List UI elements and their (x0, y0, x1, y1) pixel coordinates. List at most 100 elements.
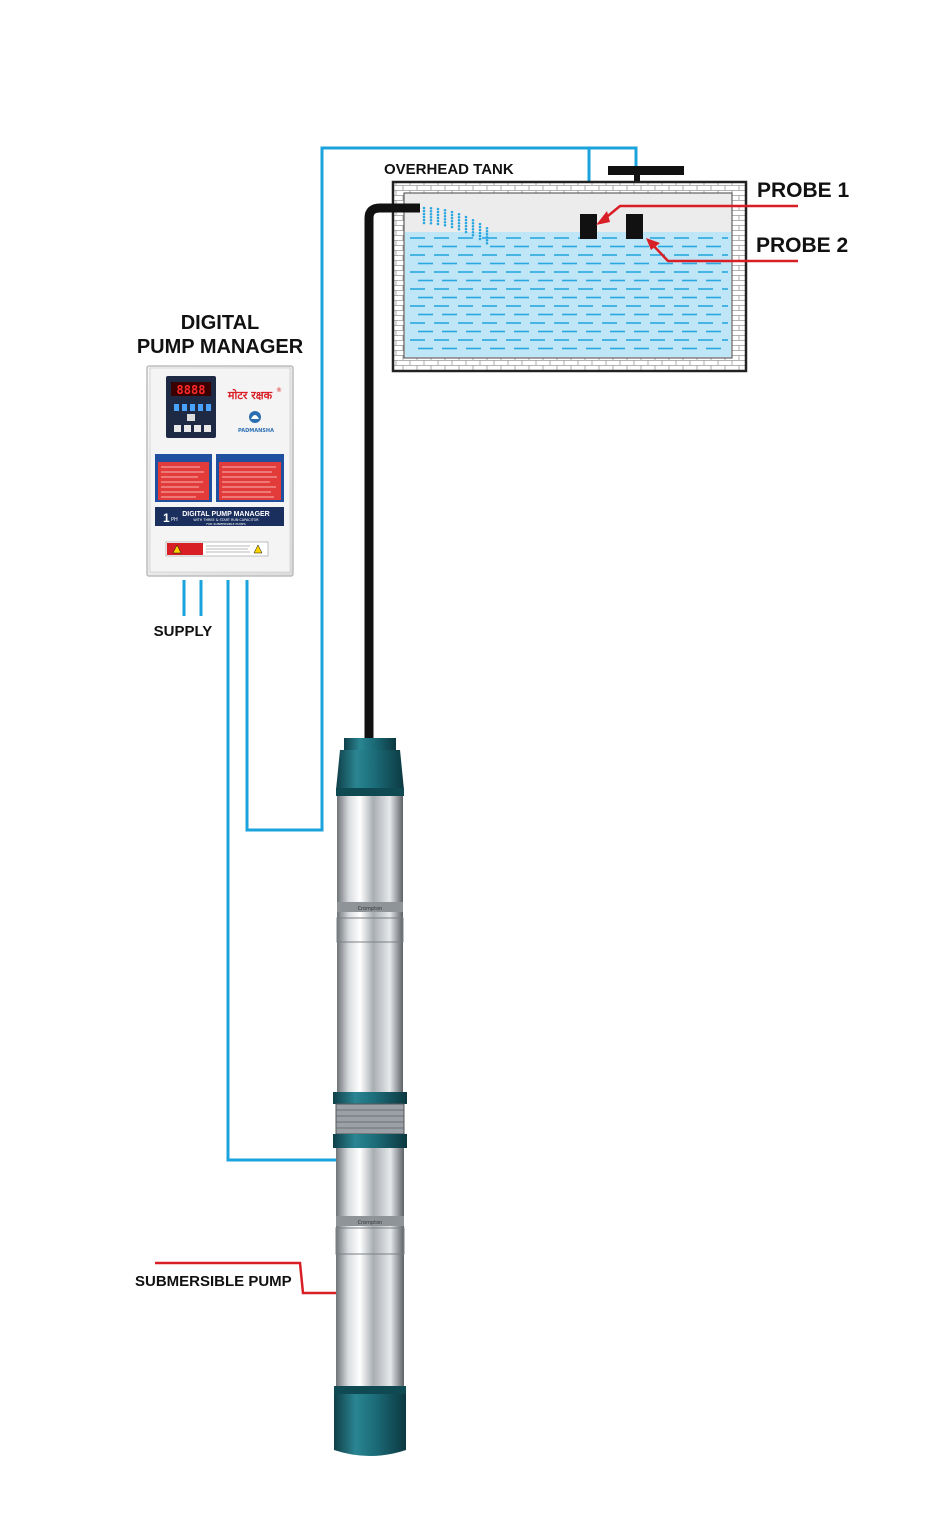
spray-drop (471, 233, 475, 237)
spray-drop (478, 234, 482, 238)
spray-drop (478, 225, 482, 229)
spray-drop (464, 221, 468, 225)
pump-upper-body (337, 796, 403, 1096)
spray-drop (436, 210, 440, 214)
spray-drop (464, 227, 468, 231)
led-display-value: 8888 (177, 383, 206, 397)
device-buttons (174, 425, 211, 432)
spray-drop (429, 212, 433, 216)
banner-subtitle: WITH THREE & START RUN CAPACITOR (193, 518, 259, 522)
spray-drop (450, 210, 454, 214)
spray-drop (450, 216, 454, 220)
spray-drop (471, 227, 475, 231)
spray-drop (443, 223, 447, 227)
pump-cable (226, 580, 338, 1162)
spray-drop (429, 221, 433, 225)
submersible-pump-label: SUBMERSIBLE PUMP (135, 1273, 292, 1290)
spray-drop (471, 230, 475, 234)
spray-drop (471, 224, 475, 228)
brand-registered: ® (276, 387, 282, 394)
spray-drop (471, 221, 475, 225)
pump-pointer (155, 1261, 338, 1295)
banner-title: DIGITAL PUMP MANAGER (182, 511, 270, 518)
spray-drop (450, 225, 454, 229)
pump-motor-body (336, 1148, 404, 1388)
phase-unit: PH (171, 517, 178, 523)
spray-drop (429, 215, 433, 219)
pump-strainer (335, 1103, 405, 1135)
water-ripples (410, 237, 728, 350)
probe-2-sensor (626, 214, 643, 239)
spray-drop (457, 221, 461, 225)
spray-drop (485, 226, 489, 230)
spray-drop (464, 218, 468, 222)
spray-drop (443, 220, 447, 224)
manager-title-line1: DIGITAL (181, 312, 260, 334)
spray-drop (471, 218, 475, 222)
spray-drop (485, 235, 489, 239)
probe-wire-outer (245, 146, 638, 832)
supply-wires (182, 580, 203, 616)
spray-drop (478, 222, 482, 226)
probe-1-pointer (602, 204, 798, 221)
spray-drop (422, 215, 426, 219)
spray-drop (443, 217, 447, 221)
delivery-pipe (364, 203, 420, 740)
spray-drop (422, 218, 426, 222)
spray-drop (422, 206, 426, 210)
spray-drop (443, 214, 447, 218)
spray-drop (436, 222, 440, 226)
spray-drop (443, 208, 447, 212)
spray-drop (464, 224, 468, 228)
submersible-pump: Crompton Crompton (333, 738, 407, 1456)
spray-drop (485, 241, 489, 245)
digital-pump-manager: 8888 मोटर रक्षक ® PADMANSHA (146, 365, 294, 577)
supply-label: SUPPLY (154, 623, 213, 640)
spray-drop (478, 228, 482, 232)
spray-drop (429, 218, 433, 222)
banner-subtitle-2: FOR SUBMERSIBLE PUMPS (206, 522, 246, 526)
spray-drop (464, 230, 468, 234)
spray-drop (478, 231, 482, 235)
spray-drop (485, 232, 489, 236)
spray-drop (457, 227, 461, 231)
warning-icon (172, 544, 182, 554)
spray-drop (436, 213, 440, 217)
tank-water (405, 232, 731, 357)
spray-drop (450, 219, 454, 223)
spray-drop (436, 219, 440, 223)
spray-drop (422, 209, 426, 213)
brand-hindi: मोटर रक्षक (227, 388, 273, 402)
indicator-leds (174, 404, 211, 411)
spray-drop (436, 207, 440, 211)
spray-drop (422, 212, 426, 216)
spray-drop (436, 216, 440, 220)
manager-title-line2: PUMP MANAGER (137, 336, 304, 358)
probe-pointers (155, 204, 798, 1295)
spray-drop (457, 224, 461, 228)
overhead-tank-label: OVERHEAD TANK (384, 161, 514, 178)
spray-drop (457, 212, 461, 216)
overhead-tank (391, 166, 748, 373)
led-display (171, 382, 211, 396)
spray-drop (478, 237, 482, 241)
spray-drop (457, 218, 461, 222)
spray-drop (443, 211, 447, 215)
tank-lid (608, 166, 684, 175)
pump-brand-lower: Crompton (358, 1220, 383, 1226)
spray-drop (450, 213, 454, 217)
spray-drop (485, 238, 489, 242)
spray-drop (429, 206, 433, 210)
spray-drop (485, 229, 489, 233)
probe-1-label: PROBE 1 (757, 179, 850, 202)
spray-drop (429, 209, 433, 213)
brand-logo-text: PADMANSHA (238, 428, 274, 434)
water-spray (422, 206, 489, 245)
spray-drop (464, 215, 468, 219)
device-banner (155, 507, 284, 526)
probe-2-pointer (650, 242, 798, 263)
pump-brand-upper: Crompton (358, 906, 383, 912)
spray-drop (457, 215, 461, 219)
spray-drop (422, 221, 426, 225)
probe-2-label: PROBE 2 (756, 234, 848, 257)
